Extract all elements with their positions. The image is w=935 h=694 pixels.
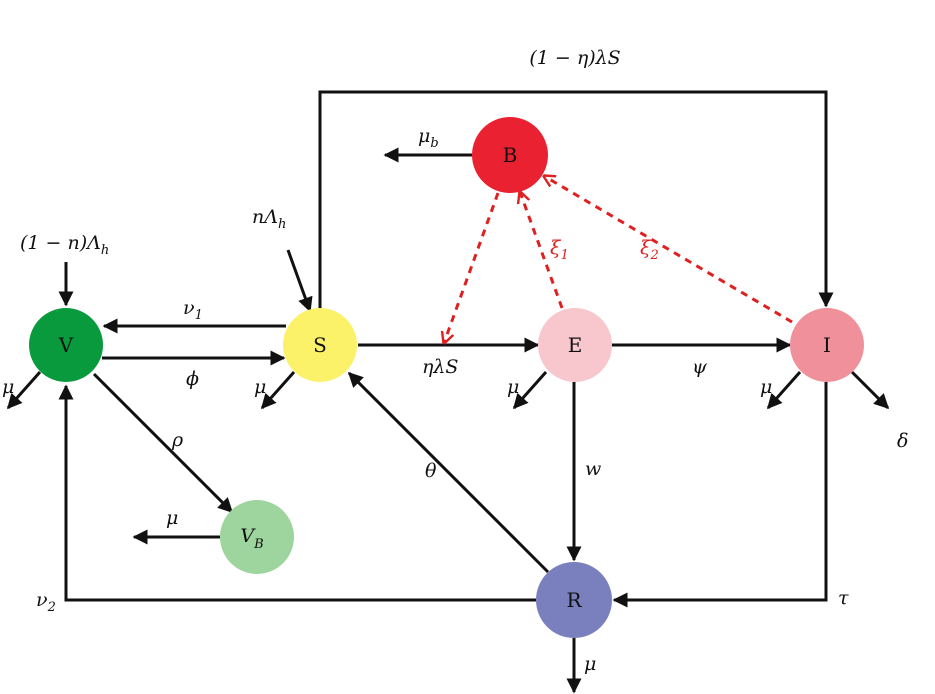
edge-R-to-V <box>58 384 536 602</box>
node-V-label: V <box>58 333 74 357</box>
node-VB-circle <box>220 500 294 574</box>
label-nu2: ν2 <box>36 589 56 615</box>
label-theta: θ <box>425 460 437 482</box>
label-psi: ψ <box>692 356 708 378</box>
node-I: I <box>790 308 864 382</box>
node-V-circle <box>29 308 103 382</box>
label-mu-E: μ <box>507 376 519 398</box>
node-I-label: I <box>823 333 831 357</box>
edge-I-death <box>766 371 802 410</box>
node-V: V <box>29 308 103 382</box>
node-S-circle <box>283 308 357 382</box>
edge-inflow-S <box>286 249 313 313</box>
edge-B-to-S-influence <box>444 192 500 343</box>
node-R-circle <box>536 562 612 638</box>
edge-I-to-R <box>612 382 828 608</box>
label-mu-b: μb <box>418 125 439 151</box>
edge-I-to-B-shedding <box>544 176 793 324</box>
label-eta-lambda-S: ηλS <box>422 356 458 378</box>
node-R: R <box>536 562 612 638</box>
node-B-circle <box>472 117 548 193</box>
edge-V-death <box>6 371 42 410</box>
edge-S-to-I-top <box>318 90 834 318</box>
edge-I-disease-death <box>850 370 890 410</box>
node-E: E <box>538 308 612 382</box>
edge-V-to-VB <box>92 372 234 514</box>
node-I-circle <box>790 308 864 382</box>
label-mu-VB: μ <box>166 507 178 529</box>
node-VB-label: VB <box>240 525 263 552</box>
node-R-label: R <box>566 588 582 612</box>
label-rho: ρ <box>171 429 184 451</box>
label-xi1: ξ1 <box>550 237 569 263</box>
label-inflow-S: nΛh <box>252 206 286 232</box>
label-mu-V: μ <box>2 376 14 398</box>
edge-E-death <box>512 371 548 410</box>
label-nu1: ν1 <box>183 297 203 323</box>
label-mu-R: μ <box>584 653 596 675</box>
node-S-label: S <box>313 333 327 357</box>
node-B: B <box>472 117 548 193</box>
node-E-label: E <box>568 333 583 357</box>
edge-R-to-S <box>347 371 550 574</box>
label-xi2: ξ2 <box>640 237 659 263</box>
label-inflow-V: (1 − n)Λh <box>20 232 109 258</box>
label-top-loop: (1 − η)λS <box>529 47 620 69</box>
node-E-circle <box>538 308 612 382</box>
label-mu-S: μ <box>254 376 266 398</box>
label-mu-I: μ <box>760 376 772 398</box>
label-phi: ϕ <box>186 368 199 390</box>
label-tau: τ <box>838 587 849 609</box>
label-delta: δ <box>897 430 908 452</box>
label-w: w <box>585 458 601 480</box>
node-VB: VB <box>220 500 294 574</box>
node-B-label: B <box>503 143 518 167</box>
edge-S-death <box>260 371 296 410</box>
node-S: S <box>283 308 357 382</box>
